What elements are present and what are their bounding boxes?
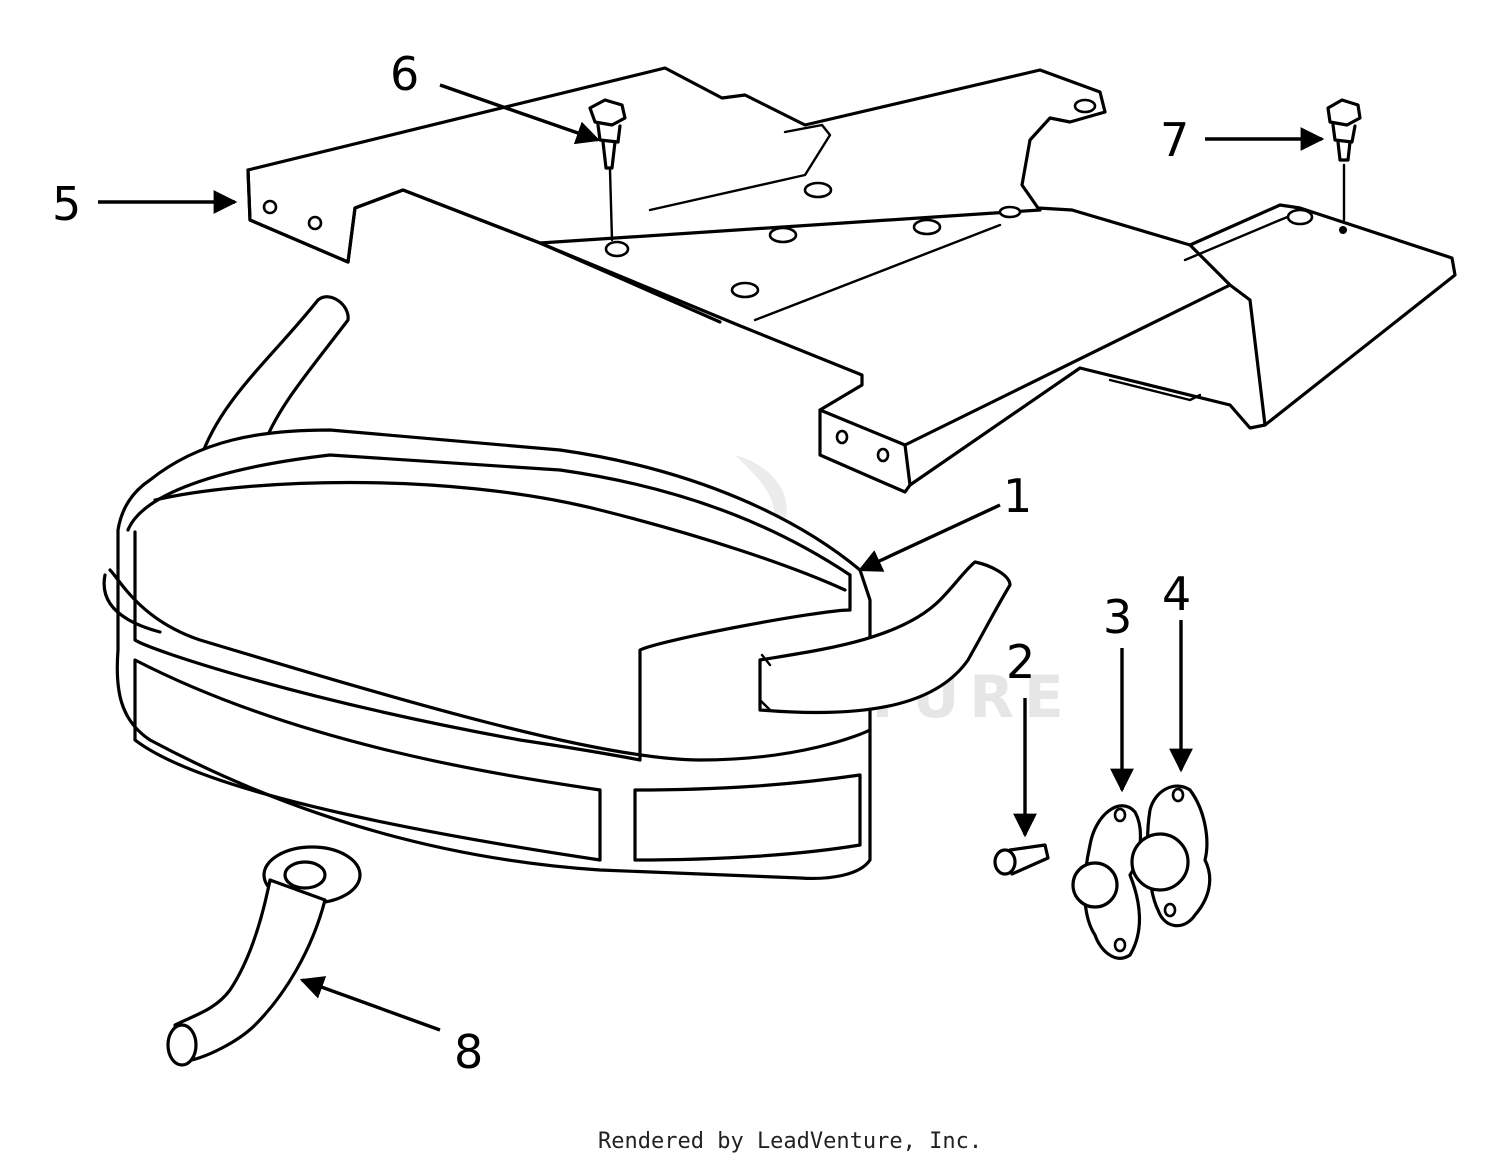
- callout-6: 6: [390, 47, 419, 101]
- callout-8: 8: [454, 1025, 483, 1079]
- arrow-1: [857, 503, 1001, 572]
- exhaust-flange: [1130, 784, 1212, 928]
- muffler-inlet-pipe: [198, 295, 350, 462]
- flange-gasket: [1071, 804, 1142, 960]
- footer-credit: Rendered by LeadVenture, Inc.: [598, 1129, 982, 1154]
- callout-7: 7: [1160, 113, 1189, 167]
- callout-1: 1: [1003, 469, 1032, 523]
- callout-3: 3: [1103, 590, 1132, 644]
- screw: [993, 843, 1050, 876]
- mounting-bracket: [246, 66, 1457, 494]
- callout-4: 4: [1162, 567, 1191, 621]
- callout-arrows: [98, 83, 1325, 1032]
- muffler: [102, 428, 872, 881]
- callout-5: 5: [52, 177, 81, 231]
- bolt-7: [1326, 98, 1362, 222]
- tail-pipe: [166, 845, 362, 1067]
- muffler-outlet-pipe: [758, 560, 1012, 715]
- arrow-6: [439, 83, 601, 145]
- callout-2: 2: [1006, 635, 1035, 689]
- arrow-8: [299, 976, 441, 1032]
